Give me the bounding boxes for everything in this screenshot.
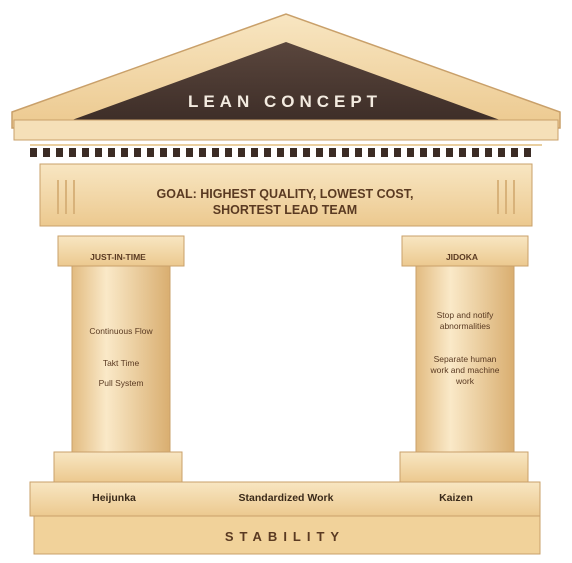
dentil-block	[420, 148, 427, 157]
dentil-block	[238, 148, 245, 157]
foundation-item-kaizen: Kaizen	[406, 492, 506, 504]
left-pillar-label: JUST-IN-TIME	[68, 252, 168, 262]
dentil-block	[95, 148, 102, 157]
left-pillar-item-1: Continuous Flow	[81, 326, 161, 337]
goal-line-1: GOAL: HIGHEST QUALITY, LOWEST COST,	[120, 186, 450, 202]
dentil-block	[134, 148, 141, 157]
dentil-block	[329, 148, 336, 157]
dentil-block	[381, 148, 388, 157]
dentil-block	[186, 148, 193, 157]
dentil-block	[394, 148, 401, 157]
cornice-band	[14, 120, 558, 140]
goal-line-2: SHORTEST LEAD TEAM	[120, 202, 450, 218]
right-pillar-item-2: Separate human work and machine work	[425, 354, 505, 387]
dentil-block	[160, 148, 167, 157]
dentil-block	[368, 148, 375, 157]
dentil-block	[511, 148, 518, 157]
dentil-block	[355, 148, 362, 157]
stability-label: STABILITY	[160, 529, 410, 544]
dentil-block	[225, 148, 232, 157]
dentil-block	[82, 148, 89, 157]
dentil-block	[108, 148, 115, 157]
left-plinth	[54, 452, 182, 482]
dentil-block	[199, 148, 206, 157]
dentil-block	[446, 148, 453, 157]
dentil-block	[173, 148, 180, 157]
dentil-block	[251, 148, 258, 157]
goal-statement: GOAL: HIGHEST QUALITY, LOWEST COST, SHOR…	[120, 186, 450, 218]
dentil-block	[342, 148, 349, 157]
left-pillar-item-2: Takt Time	[81, 358, 161, 369]
dentil-block	[290, 148, 297, 157]
dentil-block	[303, 148, 310, 157]
dentil-block	[56, 148, 63, 157]
dentil-block	[43, 148, 50, 157]
left-pillar-item-3: Pull System	[81, 378, 161, 389]
dentil-block	[459, 148, 466, 157]
dentil-row	[30, 144, 542, 146]
dentil-block	[433, 148, 440, 157]
dentil-block	[69, 148, 76, 157]
right-plinth	[400, 452, 528, 482]
dentil-block	[264, 148, 271, 157]
right-pillar-label: JIDOKA	[412, 252, 512, 262]
dentil-block	[30, 148, 37, 157]
dentil-block	[485, 148, 492, 157]
foundation-item-heijunka: Heijunka	[64, 492, 164, 504]
foundation-item-standardized-work: Standardized Work	[206, 492, 366, 504]
dentil-block	[147, 148, 154, 157]
dentil-block	[498, 148, 505, 157]
temple-title: LEAN CONCEPT	[150, 92, 420, 112]
dentil-block	[524, 148, 531, 157]
dentil-block	[277, 148, 284, 157]
dentil-block	[212, 148, 219, 157]
dentil-block	[316, 148, 323, 157]
dentil-block	[407, 148, 414, 157]
right-pillar-item-1: Stop and notify abnormalities	[425, 310, 505, 332]
dentil-block	[472, 148, 479, 157]
dentil-block	[121, 148, 128, 157]
